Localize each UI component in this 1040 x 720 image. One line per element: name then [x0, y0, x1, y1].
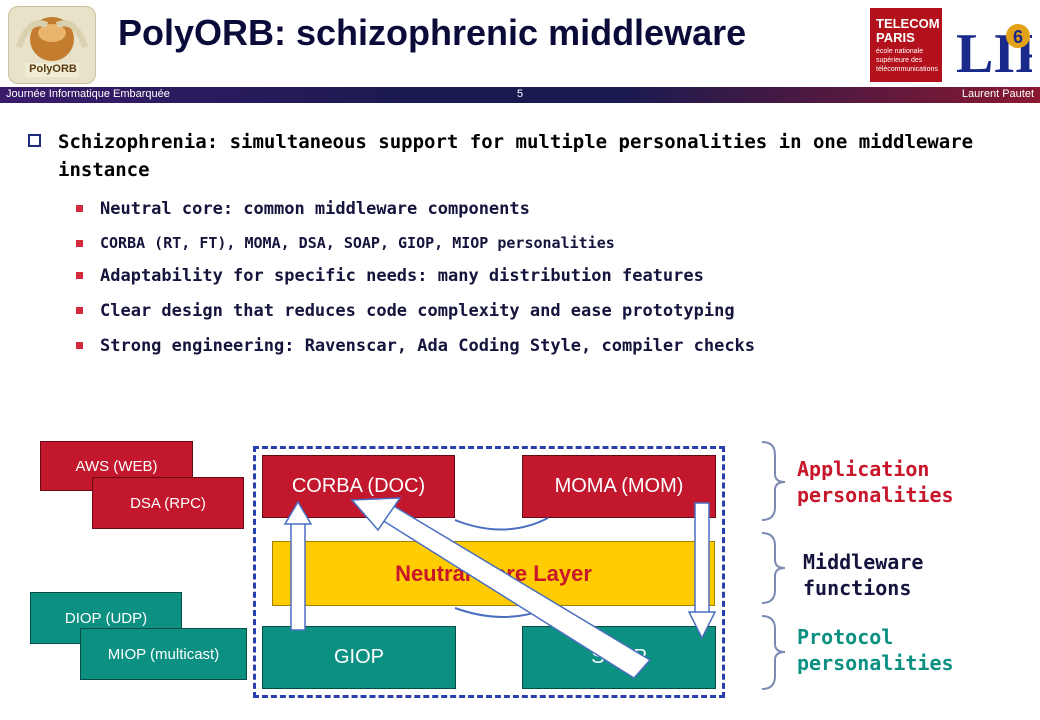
- slide-number: 5: [517, 88, 524, 100]
- sub-bullet: Clear design that reduces code complexit…: [76, 301, 735, 321]
- polyorb-logo: PolyORB: [8, 6, 96, 84]
- sub-bullet-text: Clear design that reduces code complexit…: [100, 301, 735, 321]
- lip6-logo: LIP 6: [954, 14, 1040, 85]
- diagonal-arrow-soap-corba: [350, 497, 652, 679]
- protocol-personalities-label: Protocol personalities: [797, 625, 954, 675]
- sub-bullet: CORBA (RT, FT), MOMA, DSA, SOAP, GIOP, M…: [76, 234, 615, 252]
- up-arrow-giop-corba: [283, 500, 313, 631]
- main-bullet: Schizophrenia: simultaneous support for …: [28, 128, 988, 184]
- telecom-paris-line-3: école nationale: [876, 48, 924, 55]
- sub-bullet: Strong engineering: Ravenscar, Ada Codin…: [76, 336, 755, 356]
- sub-bullet-text: Strong engineering: Ravenscar, Ada Codin…: [100, 336, 756, 356]
- square-bullet-icon: [76, 205, 83, 212]
- telecom-paris-line-5: télécommunications: [876, 66, 938, 73]
- middleware-functions-label: Middleware functions: [803, 550, 924, 600]
- author-name: Laurent Pautet: [961, 88, 1034, 100]
- curved-arrow-top: [454, 517, 549, 531]
- sub-bullet: Adaptability for specific needs: many di…: [76, 266, 704, 286]
- square-bullet-icon: [76, 240, 83, 247]
- sub-bullet-text: Neutral core: common middleware componen…: [100, 199, 530, 219]
- lip6-badge: 6: [1013, 27, 1023, 47]
- polyorb-instance-frame: [253, 446, 725, 698]
- footer-bar: Journée Informatique Embarquée 5 Laurent…: [0, 87, 1040, 103]
- main-bullet-text: Schizophrenia: simultaneous support for …: [58, 131, 974, 181]
- event-name: Journée Informatique Embarquée: [6, 88, 170, 100]
- brace-application: [761, 441, 786, 521]
- square-bullet-icon: [76, 272, 83, 279]
- square-bullet-icon: [76, 307, 83, 314]
- sub-bullet-text: CORBA (RT, FT), MOMA, DSA, SOAP, GIOP, M…: [100, 234, 615, 252]
- telecom-paris-line-4: supérieure des: [876, 57, 923, 64]
- polyorb-logo-graphic: [16, 17, 88, 77]
- sub-bullet-text: Adaptability for specific needs: many di…: [100, 266, 704, 286]
- brace-middleware: [761, 532, 786, 604]
- brace-protocol: [761, 615, 786, 690]
- giop-box: GIOP: [262, 626, 456, 689]
- down-arrow-moma-soap: [687, 502, 717, 640]
- sub-bullet: Neutral core: common middleware componen…: [76, 199, 530, 219]
- square-bullet-icon: [76, 342, 83, 349]
- moma-mom-box: MOMA (MOM): [522, 455, 716, 518]
- checkbox-bullet-icon: [28, 134, 41, 147]
- miop-multicast-box: MIOP (multicast): [80, 628, 247, 680]
- page-title: PolyORB: schizophrenic middleware: [118, 12, 747, 53]
- telecom-paris-logo: TELECOM PARIS école nationale supérieure…: [870, 8, 942, 82]
- dsa-rpc-box: DSA (RPC): [92, 477, 244, 529]
- application-personalities-label: Application personalities: [797, 457, 954, 507]
- lip6-logo-graphic: LIP 6: [956, 23, 1040, 85]
- polyorb-logo-text: PolyORB: [29, 63, 77, 75]
- telecom-paris-line-2: PARIS: [876, 30, 915, 45]
- telecom-paris-line-1: TELECOM: [876, 16, 940, 31]
